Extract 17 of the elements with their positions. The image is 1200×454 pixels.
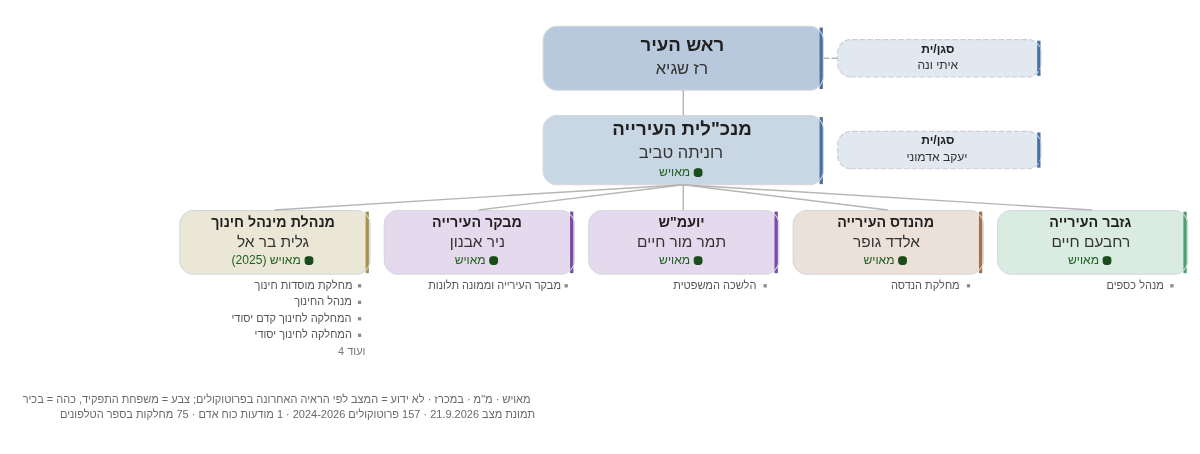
node-label: ועוד 4 bbox=[338, 344, 366, 357]
connector bbox=[823, 57, 839, 59]
connector bbox=[682, 183, 684, 211]
node-label: מחלקת מוסדות חינוך bbox=[254, 278, 353, 291]
label: מאויש · מ"מ · במכרז · לא ידוע = המצב לפי הראיה האחרונה בפרוטוקולים; צבע = משפחת התפקיד, כהה = בכיר bbox=[22, 393, 531, 406]
node-label: המחלקה לחינוך קדם יסודי bbox=[231, 311, 352, 324]
node-label: מחלקת הנדסה bbox=[891, 278, 960, 291]
node-label: מבקר העירייה וממונה תלונות bbox=[428, 278, 561, 291]
node-label: הלשכה המשפטית bbox=[673, 278, 757, 291]
connector bbox=[478, 183, 684, 211]
connector bbox=[682, 183, 1093, 211]
connector bbox=[682, 89, 684, 117]
node-label: מנהל כספים bbox=[1106, 278, 1164, 291]
node-label: מנהל החינוך bbox=[294, 295, 352, 308]
connector bbox=[273, 183, 684, 211]
label: תמונת מצב 21.9.2026 · 157 פרוטוקולים 2024-2026 · 1 מודעות כוח אדם · 75 מחלקות בספר הטלפונים bbox=[60, 407, 536, 420]
connector bbox=[682, 183, 889, 211]
